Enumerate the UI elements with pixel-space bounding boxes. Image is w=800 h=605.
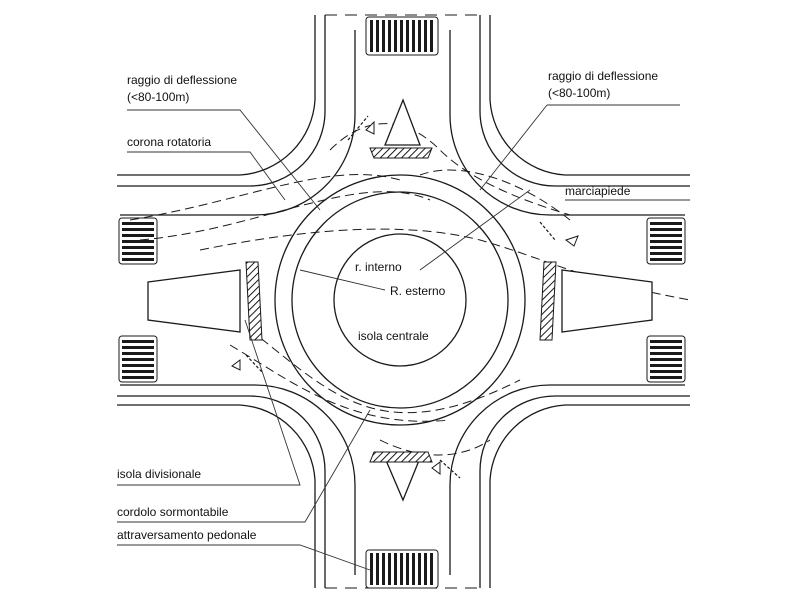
crosswalk-right-top xyxy=(650,222,682,261)
crosswalk-right-bottom xyxy=(650,340,682,379)
lane-top-right xyxy=(449,30,685,216)
splitter-islands xyxy=(147,98,653,502)
curb-top-right xyxy=(479,15,690,187)
label-r-interno: r. interno xyxy=(355,260,402,274)
curb-top-left xyxy=(117,15,326,187)
crosswalk-left-top xyxy=(122,222,154,261)
crosswalk-bottom xyxy=(370,553,433,585)
labels: raggio di deflessione (<80-100m) raggio … xyxy=(117,69,658,542)
sidewalk-top-left xyxy=(117,15,316,176)
label-r-esterno: R. esterno xyxy=(390,284,446,298)
label-marciapiede: marciapiede xyxy=(565,184,631,198)
outer-ring xyxy=(274,174,526,426)
curb-hatch-top xyxy=(369,147,433,159)
sidewalk-bottom-right xyxy=(489,404,690,588)
curb-bottom-right xyxy=(479,395,690,588)
label-raggio-left-line2: (<80-100m) xyxy=(127,90,189,104)
curb-hatch-left xyxy=(245,261,263,341)
label-raggio-right-line1: raggio di deflessione xyxy=(548,69,658,83)
central-island xyxy=(333,233,467,367)
yield-marks xyxy=(245,115,556,479)
lane-top-left xyxy=(120,30,356,216)
direction-arrows xyxy=(231,120,579,475)
label-isola-divisionale: isola divisionale xyxy=(117,467,201,481)
road-edges xyxy=(117,15,690,588)
roundabout-rings xyxy=(274,174,526,426)
crosswalk-top xyxy=(370,20,433,52)
crosswalk-left-bottom xyxy=(122,340,154,379)
sidewalk-top-right xyxy=(489,15,690,176)
island-bottom xyxy=(384,457,421,502)
leader-lines xyxy=(117,104,690,571)
curb-bottom-left xyxy=(117,395,326,588)
label-corona: corona rotatoria xyxy=(127,135,211,149)
island-left xyxy=(147,269,241,333)
label-attraversamento: attraversamento pedonale xyxy=(117,528,257,542)
lane-bottom-right xyxy=(449,384,685,575)
curb-hatch-right xyxy=(539,261,557,341)
crosswalks xyxy=(122,20,682,585)
label-raggio-left-line1: raggio di deflessione xyxy=(127,73,237,87)
sidewalk-bottom-left xyxy=(117,404,316,588)
island-top xyxy=(384,98,421,146)
label-cordolo: cordolo sormontabile xyxy=(117,505,229,519)
label-raggio-right-line2: (<80-100m) xyxy=(548,86,610,100)
axis-lines xyxy=(325,14,480,589)
deflection-paths xyxy=(129,123,691,456)
island-right xyxy=(561,269,653,333)
label-isola-centrale: isola centrale xyxy=(358,329,429,343)
mountable-curbs xyxy=(245,147,557,463)
curb-hatch-bottom xyxy=(369,451,433,463)
middle-ring xyxy=(291,191,509,409)
lane-bottom-left xyxy=(120,384,356,575)
